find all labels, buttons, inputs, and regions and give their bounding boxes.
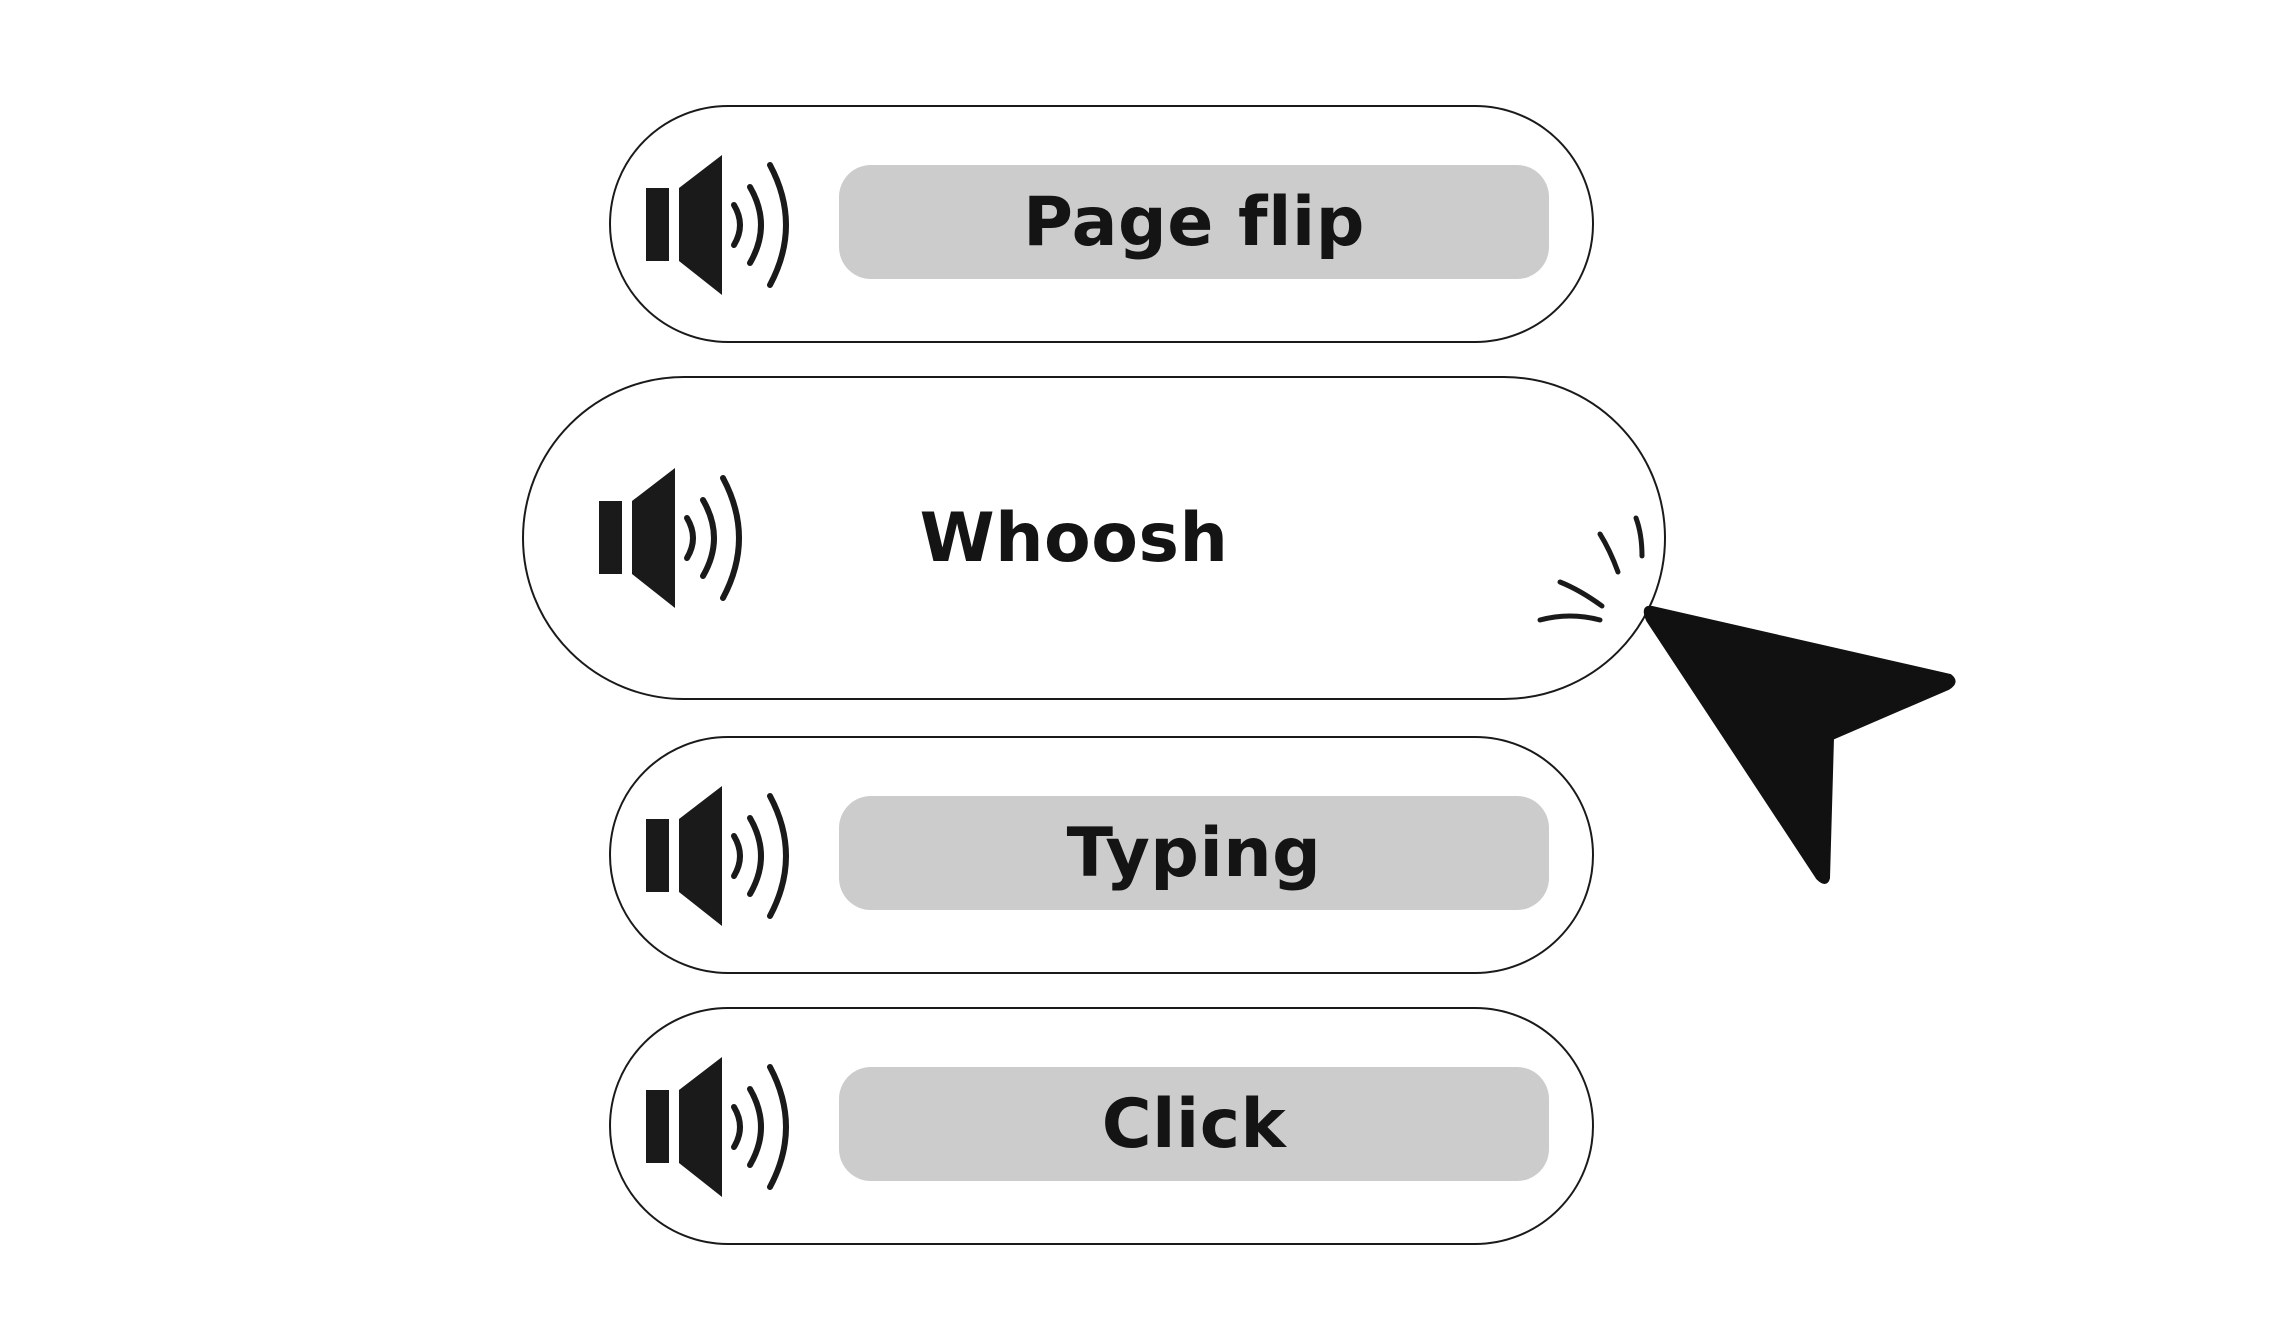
click-burst-lines xyxy=(1537,515,1645,623)
sound-label: Whoosh xyxy=(919,498,1229,578)
sound-label-box: Typing xyxy=(839,796,1549,910)
sound-button-typing[interactable]: Typing xyxy=(609,736,1594,974)
mouse-pointer-icon xyxy=(1537,515,1956,884)
sound-label: Typing xyxy=(1066,813,1322,893)
speaker-icon xyxy=(646,1057,806,1197)
sound-label: Click xyxy=(1101,1084,1287,1164)
sound-button-page-flip[interactable]: Page flip xyxy=(609,105,1594,343)
sound-label-box: Page flip xyxy=(839,165,1549,279)
speaker-icon xyxy=(646,155,806,295)
sound-label-area: Whoosh xyxy=(524,378,1664,698)
sound-label-box: Click xyxy=(839,1067,1549,1181)
sound-button-whoosh[interactable]: Whoosh xyxy=(522,376,1666,700)
speaker-icon xyxy=(646,786,806,926)
sound-button-click[interactable]: Click xyxy=(609,1007,1594,1245)
sound-label: Page flip xyxy=(1023,182,1365,262)
